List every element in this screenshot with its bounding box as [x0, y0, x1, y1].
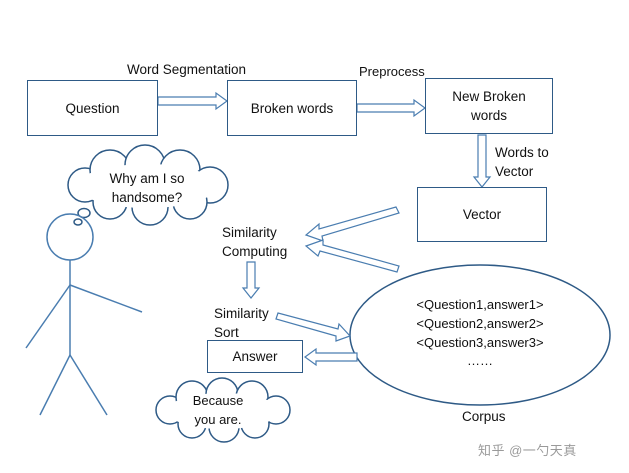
- thought-line-1: Why am I so: [109, 171, 185, 186]
- preprocess-label: Preprocess: [359, 64, 425, 79]
- corpus-entry-3: <Question3,answer3>: [416, 335, 544, 350]
- thought-cloud: [67, 144, 229, 226]
- corpus-entry-2: <Question2,answer2>: [416, 316, 544, 331]
- question-box: Question: [27, 80, 158, 136]
- similarity-sort-line-1: Similarity: [214, 306, 269, 321]
- thought-trail: [73, 207, 91, 226]
- arrow-vector-to-similarity: [304, 206, 400, 242]
- question-label: Question: [65, 100, 120, 116]
- arrow-broken-to-new: [356, 98, 427, 118]
- watermark: 知乎 @一勺天真: [478, 443, 577, 458]
- reply-line-1: Because: [192, 393, 244, 408]
- vector-box: Vector: [417, 187, 547, 242]
- similarity-sort-line-2: Sort: [214, 325, 239, 340]
- similarity-computing-line-1: Similarity: [222, 225, 277, 240]
- similarity-computing-label: Similarity Computing: [222, 223, 287, 261]
- word-segmentation-label: Word Segmentation: [127, 62, 247, 77]
- arrow-sort-to-corpus: [275, 312, 352, 342]
- arrow-question-to-broken: [157, 91, 229, 111]
- corpus-caption: Corpus: [462, 409, 506, 424]
- answer-label: Answer: [232, 349, 278, 364]
- reply-text: Because you are.: [180, 391, 256, 429]
- new-broken-words-line-1: New Broken: [452, 89, 526, 104]
- thought-line-2: handsome?: [111, 190, 183, 205]
- similarity-computing-line-2: Computing: [222, 244, 288, 259]
- words-to-vector-line-1: Words to: [495, 145, 549, 160]
- corpus-ellipse: [349, 264, 611, 406]
- new-broken-words-box: New Broken words: [425, 78, 553, 134]
- arrows: [157, 91, 492, 367]
- corpus-entry-ellipsis: ……: [467, 353, 493, 368]
- words-to-vector-line-2: Vector: [495, 164, 534, 179]
- arrow-corpus-to-similarity: [304, 239, 400, 273]
- reply-line-2: you are.: [194, 412, 242, 427]
- broken-words-label: Broken words: [250, 100, 334, 116]
- arrow-corpus-to-answer: [303, 347, 358, 367]
- similarity-sort-label: Similarity Sort: [214, 304, 269, 342]
- broken-words-box: Broken words: [227, 80, 357, 136]
- new-broken-words-line-2: words: [470, 108, 507, 123]
- words-to-vector-label: Words to Vector: [495, 143, 549, 181]
- vector-label: Vector: [462, 207, 502, 222]
- reply-cloud: [155, 377, 291, 443]
- thought-text: Why am I so handsome?: [92, 169, 202, 207]
- answer-box: Answer: [207, 340, 303, 373]
- stick-figure: [25, 213, 143, 416]
- arrow-new-to-vector: [472, 134, 492, 188]
- arrow-computing-to-sort: [241, 261, 261, 299]
- corpus-entry-1: <Question1,answer1>: [416, 297, 544, 312]
